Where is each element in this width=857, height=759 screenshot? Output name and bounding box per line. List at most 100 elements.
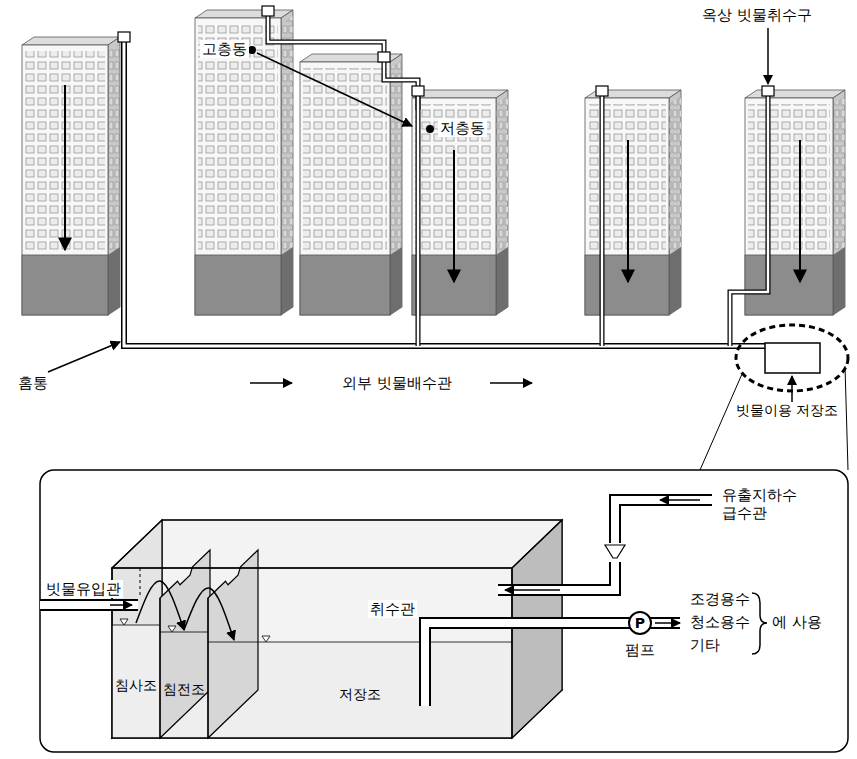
- roof-intake: [596, 86, 608, 96]
- water: [112, 625, 160, 738]
- pipe-bore: [40, 601, 138, 609]
- building-base: [745, 255, 833, 315]
- windows: [303, 68, 387, 253]
- side-face: [669, 90, 681, 315]
- side-face: [108, 37, 120, 315]
- tank-front: [112, 568, 512, 738]
- pipe-bore: [730, 94, 768, 346]
- label: 옥상 빗물취수구: [700, 6, 814, 24]
- front-face: [300, 62, 390, 315]
- front-face: [585, 98, 669, 315]
- building-base: [300, 255, 390, 315]
- label: 청소용수: [688, 613, 752, 631]
- weir-wall: [160, 550, 210, 738]
- side-face: [281, 10, 293, 315]
- label: 취수관: [368, 600, 417, 618]
- building: [412, 90, 508, 315]
- windows: [748, 104, 830, 253]
- pipe-bore: [498, 562, 615, 590]
- pipe: [498, 562, 615, 590]
- pipe-bore: [425, 623, 680, 706]
- pump-circle: P펌프: [628, 611, 652, 635]
- tank-compartment: 저장조: [208, 642, 512, 738]
- side-face: [496, 90, 508, 315]
- roof-intake: [378, 52, 390, 62]
- overflow-arrow: [184, 588, 234, 640]
- roof: [195, 10, 293, 18]
- building: [300, 54, 402, 315]
- front-face: [22, 45, 108, 315]
- funnel: [605, 545, 625, 558]
- tank-compartment: 침사조: [112, 625, 160, 738]
- water-level-mark: [120, 619, 270, 642]
- water-level: [112, 625, 160, 626]
- side-windows: [833, 96, 845, 255]
- roof-intake: [118, 32, 130, 42]
- roof-intake: [412, 86, 424, 96]
- roof: [22, 37, 120, 45]
- dot: [248, 46, 256, 54]
- windows: [198, 24, 278, 253]
- pipe: [730, 94, 768, 346]
- label: 기타: [688, 636, 722, 654]
- building-base: [195, 255, 281, 315]
- dot: [426, 125, 434, 133]
- flow-arrow: [250, 382, 292, 384]
- node-text: 저장조: [339, 686, 381, 703]
- rain-pipes: [118, 6, 774, 346]
- pipe: [615, 500, 712, 543]
- roof: [412, 90, 508, 98]
- weir-wall: [208, 550, 258, 738]
- zoom-line: [700, 374, 742, 470]
- brace: [752, 593, 767, 654]
- storage-tank-box: [765, 343, 820, 373]
- label: 조경용수: [688, 590, 752, 608]
- roof-intake: [262, 6, 274, 16]
- side-base: [833, 247, 845, 315]
- side-base: [281, 247, 293, 315]
- pipe-bore: [615, 500, 712, 543]
- pipe: [600, 94, 605, 346]
- side-base: [496, 247, 508, 315]
- tank-annotations: [605, 545, 767, 654]
- node-caption: 펌프: [623, 641, 657, 659]
- pipe-bore: [384, 58, 418, 346]
- building: [22, 37, 120, 315]
- dashed-line: [140, 568, 141, 598]
- front-face: [745, 98, 833, 315]
- side-base: [108, 247, 120, 315]
- wall-edge: [207, 598, 208, 738]
- building: [195, 10, 293, 315]
- pipe-bore: [268, 14, 384, 56]
- flow-arrow: [655, 622, 680, 624]
- label: 홈통: [16, 374, 50, 392]
- windows: [25, 51, 105, 253]
- flow-arrow: [453, 150, 455, 282]
- side-windows: [496, 96, 508, 255]
- tank-pipes: [40, 500, 712, 706]
- label: 에 사용: [770, 613, 824, 631]
- pointer-arrow: [791, 376, 793, 402]
- roof: [745, 90, 845, 98]
- side-windows: [390, 60, 402, 255]
- pipe: [384, 58, 418, 346]
- side-face: [390, 54, 402, 315]
- side-base: [390, 247, 402, 315]
- label: 빗물이용 저장조: [734, 402, 840, 419]
- label: 외부 빗물배수관: [340, 374, 454, 392]
- tank-compartment: 침전조: [160, 632, 208, 738]
- pointer-arrow: [48, 342, 120, 372]
- flow-arrow: [660, 499, 700, 501]
- node-text: 침사조: [115, 677, 157, 694]
- label: 저층동: [438, 119, 487, 137]
- pointer-arrow: [767, 28, 769, 84]
- side-windows: [669, 96, 681, 255]
- zoom-line: [845, 366, 848, 470]
- pipe: [425, 623, 680, 706]
- front-face: [412, 98, 496, 315]
- building: [585, 90, 681, 315]
- side-windows: [108, 43, 120, 255]
- water-level: [208, 642, 512, 643]
- flow-arrow: [505, 589, 560, 591]
